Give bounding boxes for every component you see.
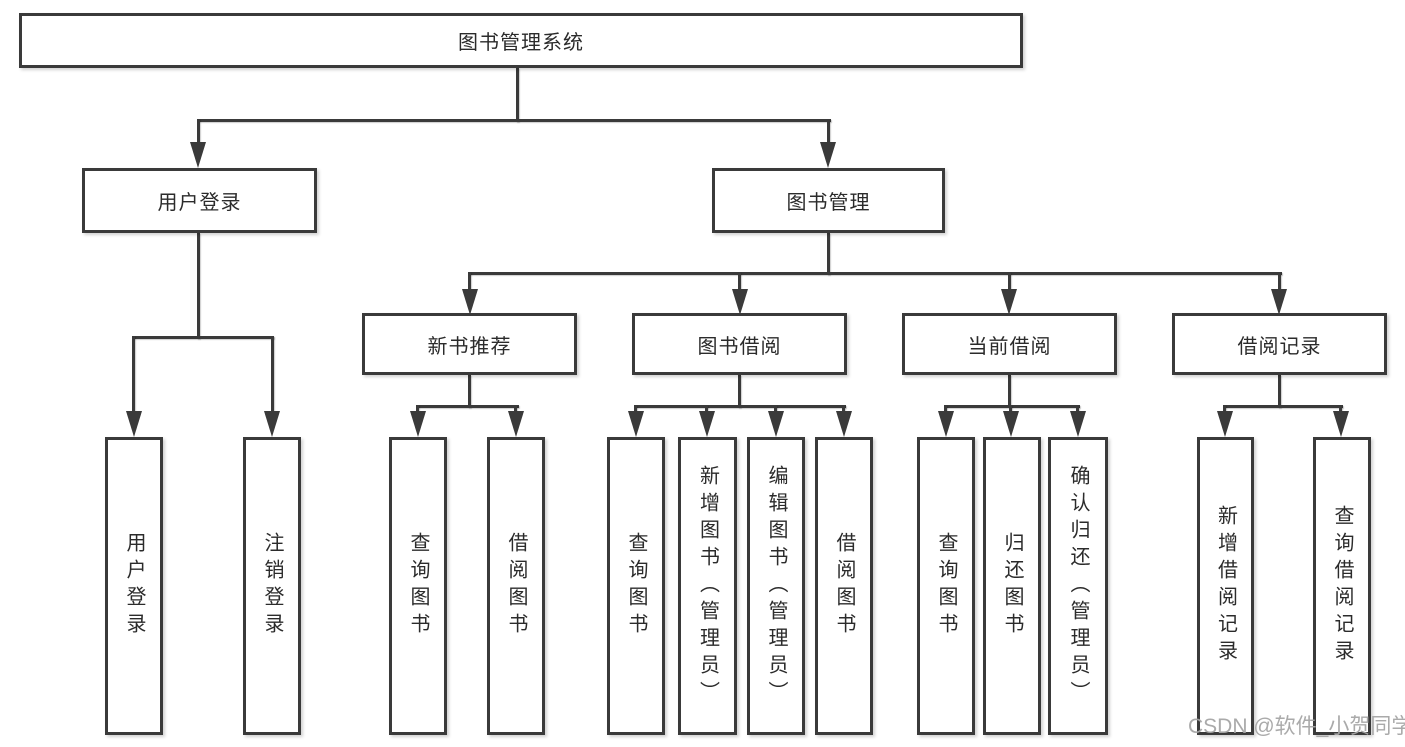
- arrowhead-down-icon: [1070, 411, 1086, 437]
- arrowhead-down-icon: [938, 411, 954, 437]
- arrowhead-down-icon: [264, 411, 280, 437]
- node-user-login-label: 用户登录: [157, 192, 242, 214]
- leaf-current-return-books-label: 归还图书: [1001, 532, 1023, 640]
- arrowhead-down-icon: [1003, 411, 1019, 437]
- leaf-borrow-borrow-books-label: 借阅图书: [833, 532, 855, 640]
- arrowhead-down-icon: [836, 411, 852, 437]
- arrowhead-down-icon: [768, 411, 784, 437]
- connector-current-rail: [944, 405, 1080, 408]
- leaf-borrow-edit-books-admin: 编辑图书（管理员）: [747, 437, 805, 735]
- connector-root-stem: [516, 68, 519, 122]
- leaf-logout-label: 注销登录: [261, 532, 283, 640]
- leaf-record-add-record-label: 新增借阅记录: [1214, 505, 1237, 667]
- leaf-current-confirm-return-admin: 确认归还（管理员）: [1048, 437, 1108, 735]
- leaf-record-add-record: 新增借阅记录: [1197, 437, 1254, 735]
- connector-userlogin-rail: [132, 336, 274, 339]
- leaf-current-query-books-label: 查询图书: [935, 532, 957, 640]
- arrowhead-down-icon: [628, 411, 644, 437]
- connector-drop: [738, 272, 741, 291]
- leaf-record-query-record-label: 查询借阅记录: [1331, 505, 1353, 667]
- connector-drop: [1339, 405, 1342, 414]
- connector-drop: [132, 336, 135, 413]
- connector-newbook-rail: [416, 405, 519, 408]
- connector-drop: [468, 272, 471, 291]
- connector-drop: [1278, 272, 1281, 291]
- leaf-borrow-edit-books-admin-label: 编辑图书（管理员）: [765, 464, 787, 708]
- connector-drop: [1223, 405, 1226, 414]
- connector-bookmgmt-rail: [468, 272, 1282, 275]
- arrowhead-down-icon: [820, 142, 836, 168]
- arrowhead-down-icon: [508, 411, 524, 437]
- node-current-borrowing-label: 当前借阅: [967, 335, 1052, 358]
- csdn-watermark: CSDN @软件_小贺同学: [1188, 715, 1405, 738]
- connector-drop: [271, 336, 274, 413]
- leaf-newbook-query-books: 查询图书: [389, 437, 447, 735]
- connector-root-rail: [197, 119, 831, 122]
- node-book-management-label: 图书管理: [786, 192, 871, 214]
- node-book-borrowing-label: 图书借阅: [697, 335, 782, 358]
- connector-drop: [416, 405, 419, 414]
- leaf-borrow-query-books: 查询图书: [607, 437, 665, 735]
- node-root-label: 图书管理系统: [458, 32, 584, 54]
- arrowhead-down-icon: [462, 289, 478, 315]
- node-new-book-recommend-label: 新书推荐: [427, 335, 512, 358]
- leaf-current-return-books: 归还图书: [983, 437, 1041, 735]
- connector-drop: [197, 119, 200, 144]
- arrowhead-down-icon: [1333, 411, 1349, 437]
- connector-drop: [827, 119, 830, 144]
- leaf-current-confirm-return-admin-label: 确认归还（管理员）: [1067, 464, 1089, 708]
- connector-drop: [774, 405, 777, 414]
- arrowhead-down-icon: [699, 411, 715, 437]
- connector-drop: [1076, 405, 1079, 414]
- connector-userlogin-stem: [197, 233, 200, 339]
- node-new-book-recommend: 新书推荐: [362, 313, 577, 375]
- connector-record-rail: [1223, 405, 1343, 408]
- arrowhead-down-icon: [1271, 289, 1287, 315]
- leaf-newbook-borrow-books: 借阅图书: [487, 437, 545, 735]
- connector-drop: [514, 405, 517, 414]
- leaf-borrow-borrow-books: 借阅图书: [815, 437, 873, 735]
- leaf-user-login: 用户登录: [105, 437, 163, 735]
- arrowhead-down-icon: [1001, 289, 1017, 315]
- leaf-borrow-add-books-admin: 新增图书（管理员）: [678, 437, 737, 735]
- connector-newbook-stem: [468, 375, 471, 408]
- node-current-borrowing: 当前借阅: [902, 313, 1117, 375]
- arrowhead-down-icon: [410, 411, 426, 437]
- leaf-logout: 注销登录: [243, 437, 301, 735]
- connector-bookmgmt-stem: [827, 233, 830, 275]
- connector-borrow-rail: [634, 405, 846, 408]
- connector-drop: [944, 405, 947, 414]
- connector-drop: [1008, 272, 1011, 291]
- leaf-user-login-label: 用户登录: [123, 532, 145, 640]
- connector-drop: [705, 405, 708, 414]
- leaf-borrow-query-books-label: 查询图书: [625, 532, 647, 640]
- connector-borrow-stem: [738, 375, 741, 408]
- node-book-borrowing: 图书借阅: [632, 313, 847, 375]
- connector-drop: [1009, 405, 1012, 414]
- node-root: 图书管理系统: [19, 13, 1023, 68]
- node-borrowing-records: 借阅记录: [1172, 313, 1387, 375]
- leaf-borrow-add-books-admin-label: 新增图书（管理员）: [696, 464, 719, 708]
- leaf-newbook-query-books-label: 查询图书: [407, 532, 429, 640]
- arrowhead-down-icon: [190, 142, 206, 168]
- leaf-record-query-record: 查询借阅记录: [1313, 437, 1371, 735]
- connector-record-stem: [1278, 375, 1281, 408]
- connector-drop: [842, 405, 845, 414]
- arrowhead-down-icon: [732, 289, 748, 315]
- arrowhead-down-icon: [1217, 411, 1233, 437]
- node-user-login: 用户登录: [82, 168, 317, 233]
- node-borrowing-records-label: 借阅记录: [1237, 335, 1322, 358]
- leaf-current-query-books: 查询图书: [917, 437, 975, 735]
- arrowhead-down-icon: [126, 411, 142, 437]
- node-book-management: 图书管理: [712, 168, 945, 233]
- connector-drop: [634, 405, 637, 414]
- leaf-newbook-borrow-books-label: 借阅图书: [505, 532, 527, 640]
- connector-current-stem: [1008, 375, 1011, 408]
